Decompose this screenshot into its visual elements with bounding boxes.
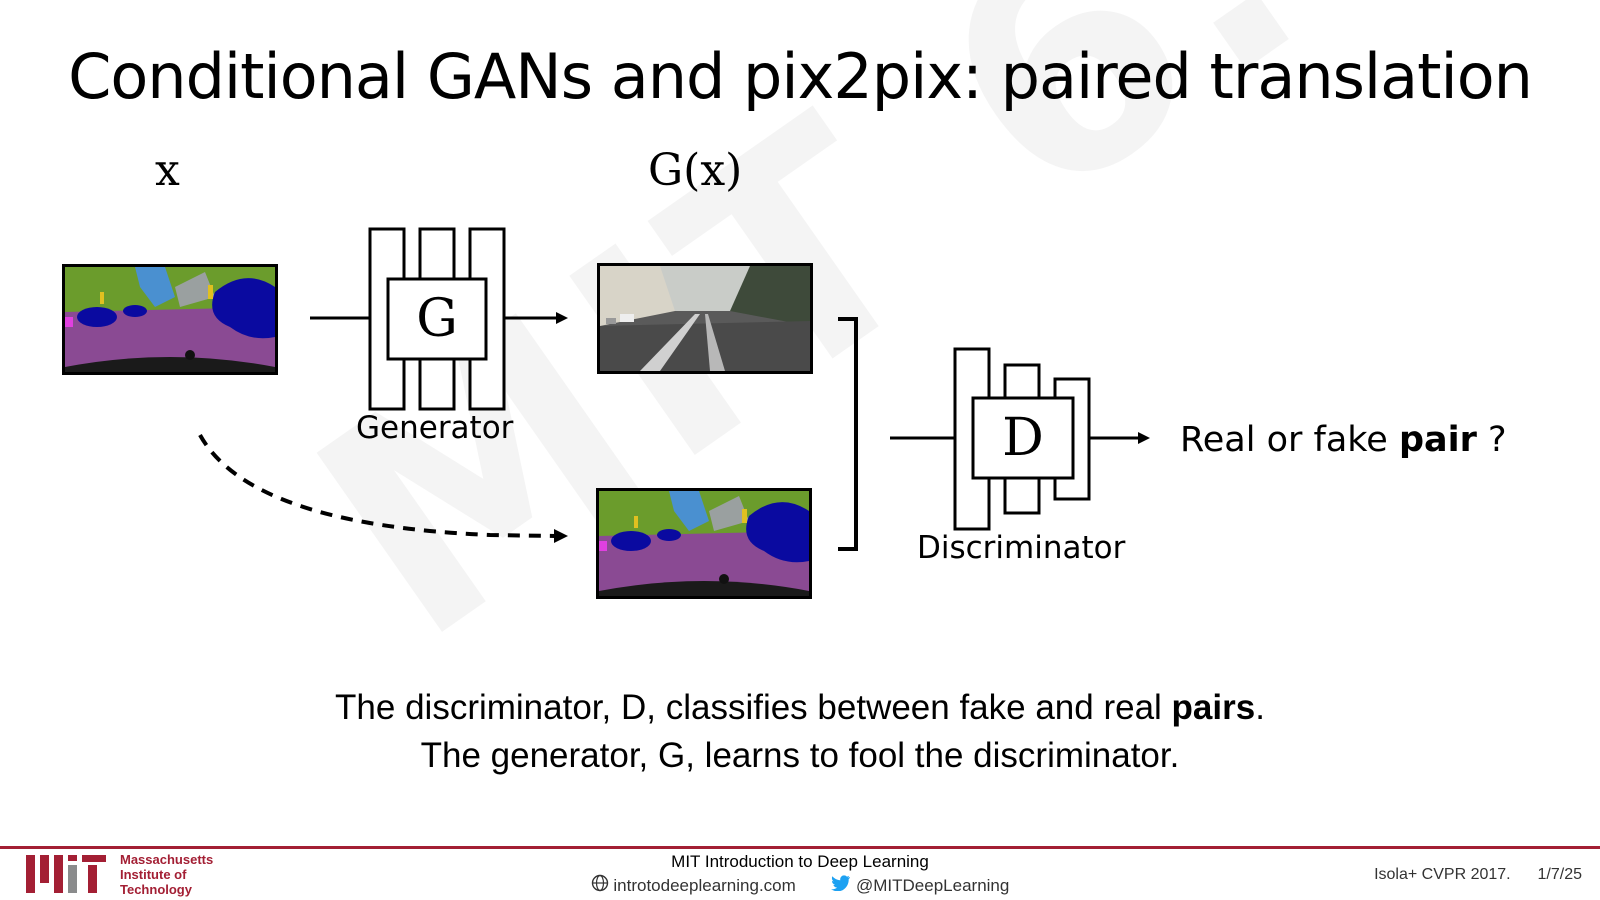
institution-name: Massachusetts Institute of Technology <box>120 852 214 897</box>
generator-label: Generator <box>356 410 514 446</box>
discriminator-output-arrow <box>1138 432 1150 444</box>
generator-diagram <box>310 227 568 411</box>
twitter-handle-link[interactable]: @MITDeepLearning <box>856 875 1010 895</box>
twitter-bird-icon <box>831 875 851 896</box>
generator-output-arrow <box>556 312 568 324</box>
slide-date: 1/7/25 <box>1537 866 1582 883</box>
footer-divider <box>0 846 1600 849</box>
slide-title: Conditional GANs and pix2pix: paired tra… <box>68 40 1533 113</box>
caption-line-2: The generator, G, learns to fool the dis… <box>420 736 1180 775</box>
discriminator-symbol: D <box>1002 408 1044 468</box>
generator-symbol: G <box>416 289 458 349</box>
footer-right: Isola+ CVPR 2017. 1/7/25 <box>1374 866 1582 884</box>
output-label: G(x) <box>648 145 743 196</box>
generated-photo <box>597 263 813 374</box>
skip-connection-arrow <box>198 434 568 543</box>
paired-segmentation-image <box>596 488 812 599</box>
citation: Isola+ CVPR 2017. <box>1374 866 1511 883</box>
verdict-text: Real or fake pair ? <box>1180 420 1507 460</box>
caption-line-1: The discriminator, D, classifies between… <box>335 688 1265 727</box>
mit-logo <box>26 855 106 893</box>
globe-icon <box>591 874 609 897</box>
input-label: x <box>155 145 180 196</box>
generator-box <box>386 277 488 361</box>
discriminator-box <box>971 396 1075 480</box>
pair-bracket <box>838 317 858 551</box>
website-link[interactable]: introtodeeplearning.com <box>613 875 796 895</box>
course-name: MIT Introduction to Deep Learning <box>671 852 929 871</box>
discriminator-diagram <box>890 347 1150 531</box>
discriminator-label: Discriminator <box>917 530 1126 566</box>
footer-center: MIT Introduction to Deep Learning introt… <box>0 852 1600 897</box>
input-segmentation-image <box>62 264 278 375</box>
